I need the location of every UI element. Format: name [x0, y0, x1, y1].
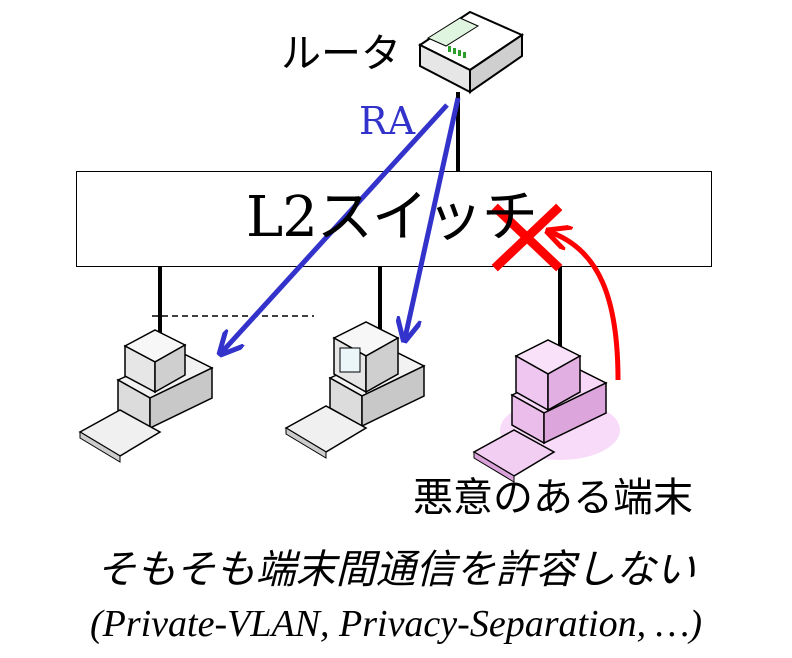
router-label: ルータ: [281, 31, 401, 77]
l2-switch-box: [76, 171, 712, 267]
blocked-arrow: [550, 232, 621, 381]
host-2-icon: [284, 321, 426, 459]
router-icon: [418, 10, 525, 94]
ra-label: RA: [359, 99, 416, 143]
ra-arrow-to-host2: [405, 97, 461, 338]
switch-label: L2スイッチ: [246, 185, 538, 250]
malicious-host-icon: [472, 339, 620, 483]
caption-main: そもそも端末間通信を許容しない: [96, 547, 696, 593]
malicious-host-label: 悪意のある端末: [413, 475, 693, 521]
host-1-icon: [78, 329, 214, 463]
caption-sub: (Private-VLAN, Privacy-Separation, …): [89, 603, 703, 645]
ra-arrow-to-host1: [222, 103, 449, 352]
red-x-icon: [491, 203, 563, 272]
